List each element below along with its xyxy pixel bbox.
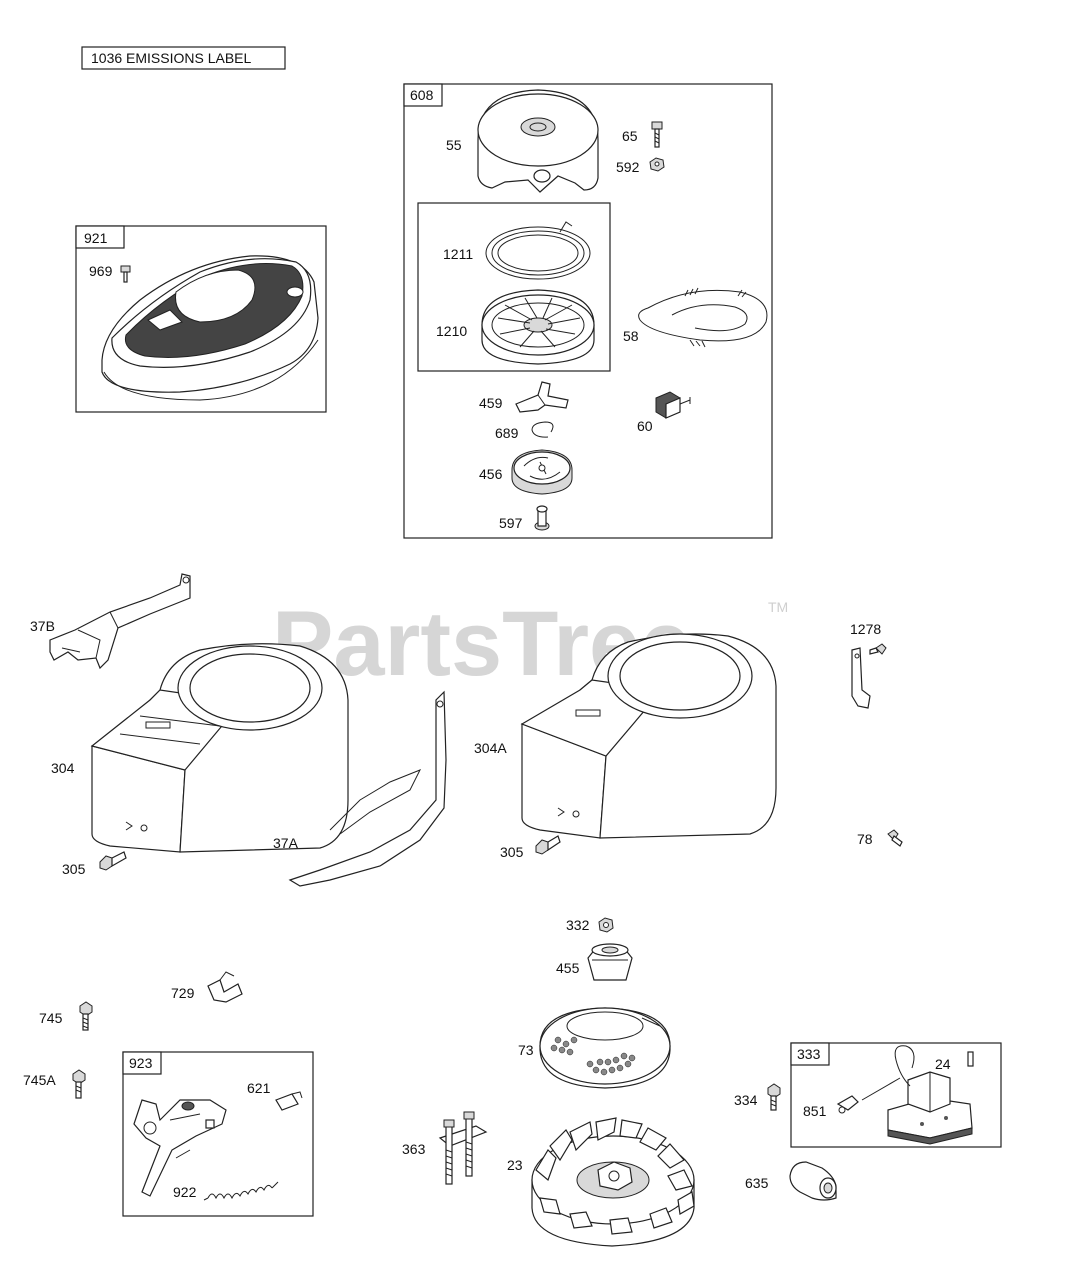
emissions-label-text: 1036 EMISSIONS LABEL [91, 50, 252, 66]
label-305-right: 305 [500, 844, 524, 860]
nut-592-drawing [649, 157, 665, 172]
pulley-1210-drawing [481, 289, 595, 365]
label-689: 689 [495, 425, 519, 441]
label-1210: 1210 [436, 323, 467, 339]
boot-635-drawing [789, 1161, 837, 1201]
label-592: 592 [616, 159, 640, 175]
screw-78-drawing [887, 829, 903, 847]
blower-housing-304A-drawing [520, 633, 777, 839]
screw-597-drawing [534, 505, 550, 531]
label-1278: 1278 [850, 621, 881, 637]
label-55: 55 [446, 137, 462, 153]
label-37B: 37B [30, 618, 55, 634]
label-332: 332 [566, 917, 590, 933]
clip-689-drawing [531, 421, 554, 438]
dog-459-drawing [515, 381, 569, 413]
label-851: 851 [803, 1103, 827, 1119]
box-333-label: 333 [797, 1046, 821, 1062]
screen-73-drawing [539, 1007, 671, 1089]
cup-455-drawing [587, 943, 633, 981]
label-455: 455 [556, 960, 580, 976]
label-459: 459 [479, 395, 503, 411]
box-608-label: 608 [410, 87, 434, 103]
label-597: 597 [499, 515, 523, 531]
cover-921-drawing [101, 255, 319, 401]
studs-363-drawing [438, 1111, 488, 1185]
baffle-37A-drawing [288, 690, 447, 887]
label-23: 23 [507, 1157, 523, 1173]
box-608: 608 [403, 83, 773, 539]
label-456: 456 [479, 466, 503, 482]
label-969: 969 [89, 263, 113, 279]
emissions-label: 1036 EMISSIONS LABEL [81, 46, 286, 70]
label-922: 922 [173, 1184, 197, 1200]
label-304: 304 [51, 760, 75, 776]
label-60: 60 [637, 418, 653, 434]
label-305-left: 305 [62, 861, 86, 877]
flywheel-23-drawing [531, 1117, 695, 1247]
box-921: 921 [75, 225, 327, 413]
label-58: 58 [623, 328, 639, 344]
label-304A: 304A [474, 740, 507, 756]
label-635: 635 [745, 1175, 769, 1191]
label-363: 363 [402, 1141, 426, 1157]
clip-621-drawing [275, 1091, 303, 1111]
box-923-label: 923 [129, 1055, 153, 1071]
label-37A: 37A [273, 835, 299, 851]
armature-333-drawing [861, 1045, 973, 1145]
blower-housing-304-drawing [90, 643, 349, 853]
label-65: 65 [622, 128, 638, 144]
label-334: 334 [734, 1092, 758, 1108]
clip-729-drawing [207, 971, 243, 1003]
lever-923-drawing [133, 1099, 227, 1197]
label-73: 73 [518, 1042, 534, 1058]
box-921-label: 921 [84, 230, 108, 246]
bolt-305-right-drawing [535, 835, 561, 855]
box-923: 923 [122, 1051, 314, 1217]
bolt-745-drawing [79, 1001, 93, 1031]
clip-851-drawing [836, 1095, 859, 1114]
key-24-drawing [967, 1051, 974, 1067]
bolt-305-left-drawing [99, 851, 127, 871]
cup-456-drawing [511, 449, 573, 495]
bracket-1278-drawing [851, 643, 887, 709]
box-333: 333 [790, 1042, 1002, 1148]
handle-60-drawing [655, 391, 691, 419]
label-729: 729 [171, 985, 195, 1001]
label-745: 745 [39, 1010, 63, 1026]
starter-housing-drawing [477, 89, 599, 193]
spring-922-drawing [203, 1181, 279, 1201]
spring-1211-drawing [485, 221, 591, 280]
screw-334-drawing [767, 1083, 781, 1111]
bolt-65-drawing [651, 121, 663, 148]
label-1211: 1211 [443, 246, 473, 262]
label-621: 621 [247, 1080, 271, 1096]
watermark-trademark: TM [768, 599, 788, 615]
bolt-745A-drawing [72, 1069, 86, 1099]
label-24: 24 [935, 1056, 951, 1072]
nut-332-drawing [598, 917, 614, 933]
rope-58-drawing [638, 287, 768, 348]
label-745A: 745A [23, 1072, 56, 1088]
screw-969-drawing [120, 265, 131, 283]
label-78: 78 [857, 831, 873, 847]
baffle-37B-drawing [49, 573, 191, 670]
